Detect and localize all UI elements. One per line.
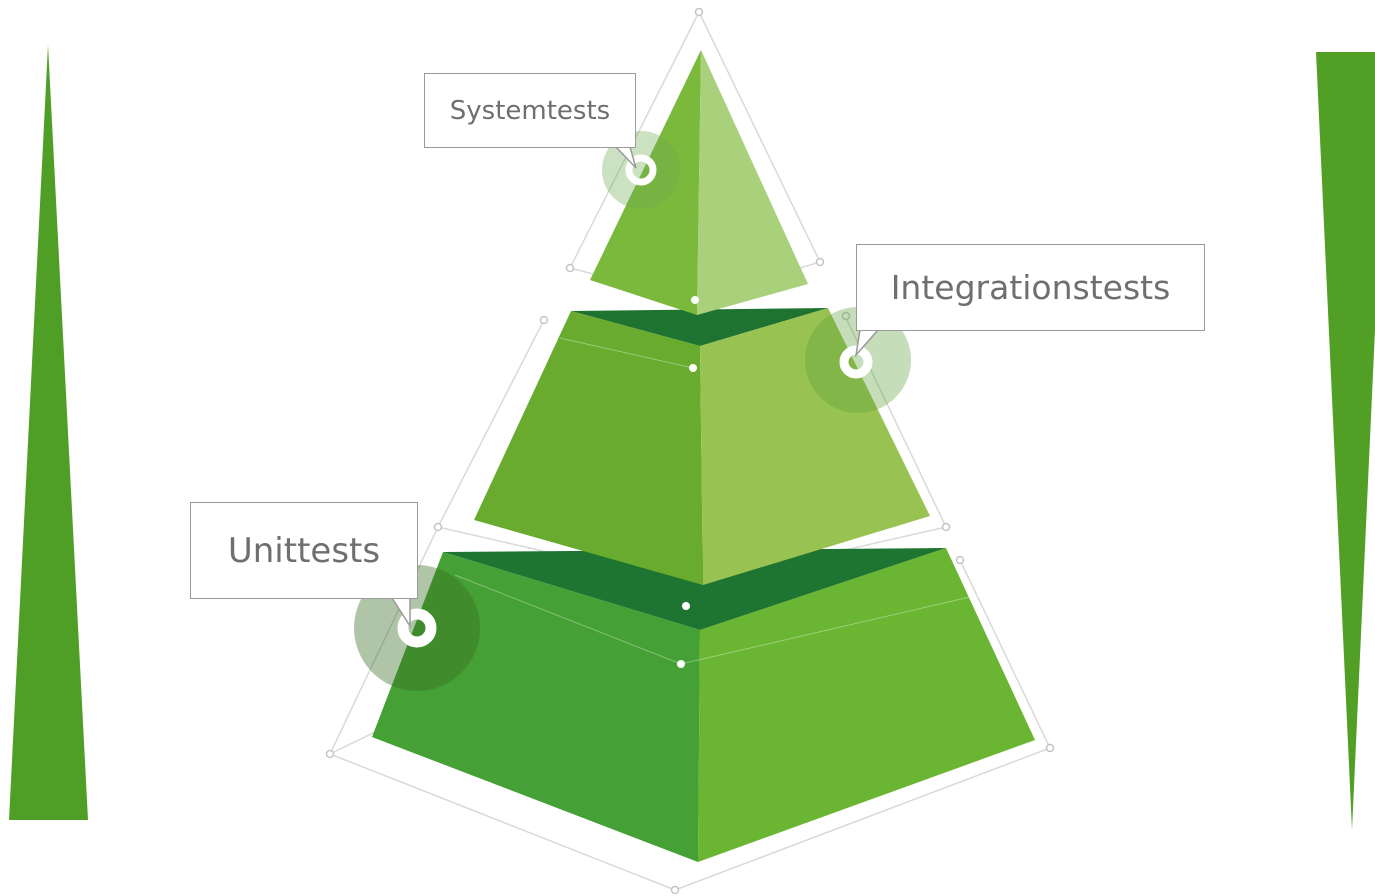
callout-tails — [391, 146, 879, 629]
unittests-callout: Unittests — [190, 502, 418, 599]
middle-tier-right-face — [700, 308, 930, 585]
bottom-tier-left-face — [372, 552, 700, 862]
middle-tier-top-face — [571, 308, 828, 346]
unittests-label: Unittests — [227, 530, 381, 571]
bottom-tier-top-face — [443, 548, 946, 630]
top-tier-right-face — [697, 50, 808, 315]
integrationstests-label: Integrationstests — [890, 268, 1171, 307]
right-side-bar — [1316, 52, 1375, 830]
inner-guides — [454, 337, 1001, 665]
left-side-bar — [9, 45, 88, 820]
systemtests-label: Systemtests — [449, 95, 611, 126]
systemtests-callout: Systemtests — [424, 73, 636, 148]
bottom-tier-right-face — [698, 548, 1035, 862]
integrationstests-callout: Integrationstests — [856, 244, 1205, 331]
bottom-tier — [372, 548, 1035, 862]
middle-tier-left-face — [474, 311, 703, 585]
middle-tier — [474, 308, 930, 585]
integrationstests-marker — [805, 307, 911, 413]
wireframe-nodes — [325, 7, 1055, 895]
inner-vertex-dots — [677, 296, 699, 668]
